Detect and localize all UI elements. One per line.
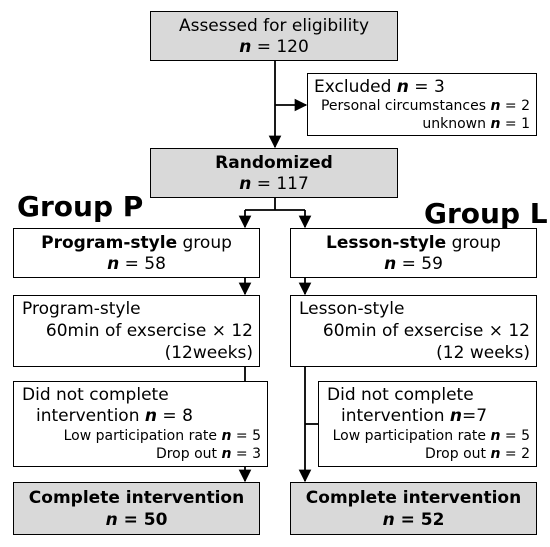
intervention-p-line2: 60min of exsercise × 12 bbox=[45, 321, 253, 341]
randomized-count: n = 117 bbox=[239, 174, 309, 194]
complete-p-title: Complete intervention bbox=[28, 488, 245, 508]
complete-l-box: Complete intervention n = 52 bbox=[290, 482, 537, 535]
dropout-p-line2: intervention n = 8 bbox=[36, 406, 193, 426]
complete-l-count: n = 52 bbox=[382, 510, 445, 530]
excluded-title: Excluded n = 3 bbox=[314, 77, 445, 97]
excluded-box: Excluded n = 3 Personal circumstances n … bbox=[307, 73, 537, 136]
excluded-reason-unknown: unknown n = 1 bbox=[422, 116, 530, 132]
complete-l-title: Complete intervention bbox=[305, 488, 522, 508]
intervention-p-box: Program-style 60min of exsercise × 12 (1… bbox=[13, 295, 260, 367]
dropout-p-reason-low: Low participation rate n = 5 bbox=[63, 428, 261, 444]
intervention-p-line1: Program-style bbox=[22, 299, 141, 319]
intervention-l-line2: 60min of exsercise × 12 bbox=[322, 321, 530, 341]
assessed-box: Assessed for eligibility n = 120 bbox=[150, 11, 398, 61]
group-p-label: Group P bbox=[17, 190, 144, 223]
dropout-l-line2: intervention n=7 bbox=[341, 406, 488, 426]
randomized-box: Randomized n = 117 bbox=[150, 148, 398, 198]
excluded-reason-personal: Personal circumstances n = 2 bbox=[320, 98, 530, 114]
intervention-l-line1: Lesson-style bbox=[299, 299, 405, 319]
dropout-p-line1: Did not complete bbox=[22, 385, 169, 405]
dropout-l-line1: Did not complete bbox=[327, 385, 474, 405]
group-p-box: Program-style group n = 58 bbox=[13, 228, 260, 278]
assessed-count: n = 120 bbox=[239, 37, 309, 57]
intervention-l-line3: (12 weeks) bbox=[436, 343, 530, 363]
group-p-name: Program-style group bbox=[41, 233, 232, 253]
dropout-l-reason-dropout: Drop out n = 2 bbox=[424, 446, 530, 462]
intervention-l-box: Lesson-style 60min of exsercise × 12 (12… bbox=[290, 295, 537, 367]
dropout-l-reason-low: Low participation rate n = 5 bbox=[332, 428, 530, 444]
group-l-count: n = 59 bbox=[384, 254, 443, 274]
dropout-p-box: Did not complete intervention n = 8 Low … bbox=[13, 381, 268, 467]
randomized-title: Randomized bbox=[215, 153, 333, 173]
group-l-name: Lesson-style group bbox=[326, 233, 501, 253]
dropout-l-box: Did not complete intervention n=7 Low pa… bbox=[318, 381, 537, 467]
dropout-p-reason-dropout: Drop out n = 3 bbox=[155, 446, 261, 462]
group-l-box: Lesson-style group n = 59 bbox=[290, 228, 537, 278]
assessed-title: Assessed for eligibility bbox=[178, 16, 370, 36]
group-l-label: Group L bbox=[424, 197, 548, 230]
group-p-count: n = 58 bbox=[107, 254, 166, 274]
intervention-p-line3: (12weeks) bbox=[164, 343, 253, 363]
complete-p-box: Complete intervention n = 50 bbox=[13, 482, 260, 535]
complete-p-count: n = 50 bbox=[105, 510, 168, 530]
